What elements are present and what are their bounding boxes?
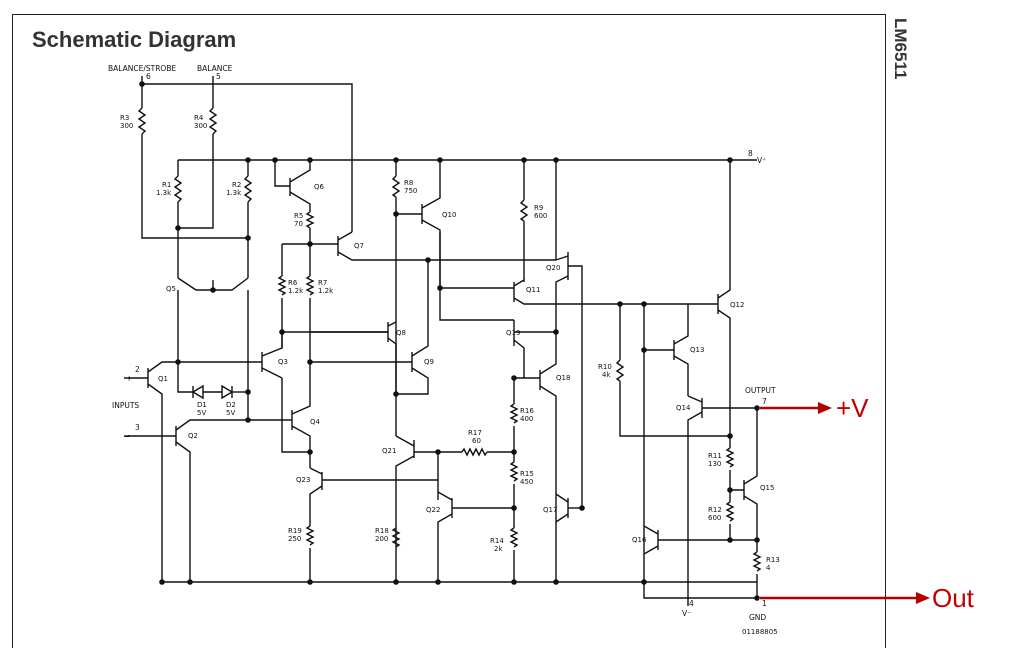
out-annotation: Out <box>932 583 975 613</box>
resistor-value-r8: 750 <box>404 187 417 195</box>
resistor-id-r9: R9 <box>534 204 543 212</box>
pin-labels: 8 V⁺ OUTPUT 7 1 GND 4 V⁻ INPUTS 2 + 3 − … <box>112 149 778 636</box>
out-arrow-head <box>916 592 930 604</box>
resistor-id-r1: R1 <box>162 181 171 189</box>
transistor-labels: Q1 Q2 Q3 Q4 Q5 Q6 Q7 Q8 Q9 Q10 Q11 Q12 Q… <box>158 183 774 544</box>
junction-dots <box>139 81 760 601</box>
resistor-value-r13: 4 <box>766 564 771 572</box>
resistor-id-r5: R5 <box>294 212 303 220</box>
resistor-id-r14: R14 <box>490 537 504 545</box>
transistor-q8: Q8 <box>396 329 406 337</box>
pin-label-vminus: V⁻ <box>682 609 691 618</box>
annotations: +V Out <box>760 393 975 613</box>
resistor-id-r16: R16 <box>520 407 534 415</box>
pin-number-2: 2 <box>135 365 140 374</box>
plus-v-annotation: +V <box>836 393 869 423</box>
diode-labels: D1 5V D2 5V <box>197 401 236 417</box>
resistor-value-r6: 1.2k <box>288 287 304 295</box>
resistor-value-r11: 130 <box>708 460 721 468</box>
transistor-q3: Q3 <box>278 358 288 366</box>
input-minus-sign: − <box>124 432 130 441</box>
pin-number-1: 1 <box>762 599 767 608</box>
resistor-id-r12: R12 <box>708 506 722 514</box>
transistor-q18: Q18 <box>556 374 570 382</box>
diode-id-d1: D1 <box>197 401 207 409</box>
resistor-value-r17: 60 <box>472 437 481 445</box>
transistor-q17: Q17 <box>543 506 557 514</box>
pin-label-gnd: GND <box>749 613 766 622</box>
resistor-value-r7: 1.2k <box>318 287 334 295</box>
transistor-q16: Q16 <box>632 536 647 544</box>
resistor-id-r8: R8 <box>404 179 413 187</box>
diode-value-d1: 5V <box>197 409 206 417</box>
resistor-value-r12: 600 <box>708 514 721 522</box>
resistor-value-r10: 4k <box>602 371 611 379</box>
figure-id: 01188805 <box>742 628 778 636</box>
resistor-labels: R3 300 R4 300 R1 1.3k R2 1.3k R5 70 R6 1… <box>120 114 780 572</box>
transistor-q15: Q15 <box>760 484 774 492</box>
wires <box>124 76 762 606</box>
resistor-id-r18: R18 <box>375 527 389 535</box>
transistor-q10: Q10 <box>442 211 456 219</box>
resistor-value-r15: 450 <box>520 478 533 486</box>
resistor-value-r4: 300 <box>194 122 207 130</box>
resistor-value-r19: 250 <box>288 535 301 543</box>
resistor-id-r3: R3 <box>120 114 129 122</box>
diode-id-d2: D2 <box>226 401 236 409</box>
transistor-q11: Q11 <box>526 286 540 294</box>
resistor-value-r14: 2k <box>494 545 503 553</box>
diode-value-d2: 5V <box>226 409 235 417</box>
transistor-q14: Q14 <box>676 404 691 412</box>
transistor-q9: Q9 <box>424 358 434 366</box>
transistor-q5: Q5 <box>166 285 176 293</box>
figure-frame <box>12 14 886 648</box>
resistor-id-r7: R7 <box>318 279 327 287</box>
pin-number-7: 7 <box>762 397 767 406</box>
pin-label-inputs: INPUTS <box>112 401 139 410</box>
resistor-value-r9: 600 <box>534 212 547 220</box>
resistor-value-r5: 70 <box>294 220 303 228</box>
transistor-q1: Q1 <box>158 375 168 383</box>
pin-number-8: 8 <box>748 149 753 158</box>
resistor-id-r11: R11 <box>708 452 722 460</box>
transistor-q12: Q12 <box>730 301 744 309</box>
resistor-id-r19: R19 <box>288 527 302 535</box>
transistor-q6: Q6 <box>314 183 325 191</box>
input-plus-sign: + <box>126 374 132 383</box>
resistor-id-r15: R15 <box>520 470 534 478</box>
resistor-value-r1: 1.3k <box>156 189 172 197</box>
pin-number-3: 3 <box>135 423 140 432</box>
transistor-q21: Q21 <box>382 447 396 455</box>
transistor-q22: Q22 <box>426 506 440 514</box>
resistor-id-r2: R2 <box>232 181 241 189</box>
resistor-value-r3: 300 <box>120 122 133 130</box>
pin-label-vplus: V⁺ <box>757 156 766 165</box>
pin-label-output: OUTPUT <box>745 386 776 395</box>
page-title: Schematic Diagram <box>32 27 237 52</box>
transistor-q7: Q7 <box>354 242 364 250</box>
resistor-value-r18: 200 <box>375 535 388 543</box>
resistor-value-r16: 400 <box>520 415 533 423</box>
pin-number-4: 4 <box>689 599 694 608</box>
transistor-q13: Q13 <box>690 346 704 354</box>
transistor-q4: Q4 <box>310 418 321 426</box>
transistor-q20: Q20 <box>546 264 560 272</box>
transistor-q2: Q2 <box>188 432 198 440</box>
pin-number-6: 6 <box>146 72 151 81</box>
pin-number-5: 5 <box>216 72 221 81</box>
transistor-q19: Q19 <box>506 329 520 337</box>
resistor-id-r13: R13 <box>766 556 780 564</box>
resistor-id-r10: R10 <box>598 363 612 371</box>
resistor-id-r6: R6 <box>288 279 298 287</box>
plus-v-arrow-head <box>818 402 832 414</box>
resistor-id-r17: R17 <box>468 429 482 437</box>
transistor-q23: Q23 <box>296 476 310 484</box>
pin-label-balance-strobe: BALANCE/STROBE <box>108 64 176 73</box>
resistor-id-r4: R4 <box>194 114 204 122</box>
pin-label-balance: BALANCE <box>197 64 233 73</box>
resistor-value-r2: 1.3k <box>226 189 242 197</box>
